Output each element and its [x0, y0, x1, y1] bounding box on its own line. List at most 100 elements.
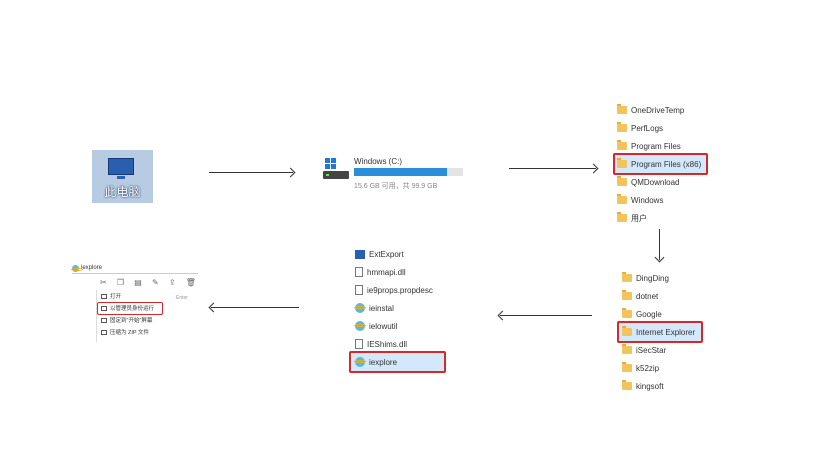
folder-label: DingDing: [636, 273, 669, 283]
drive-icon: [323, 158, 349, 180]
copy-icon[interactable]: ❐: [116, 277, 125, 287]
folder-label: iSecStar: [636, 345, 667, 355]
this-pc-tile[interactable]: 此电脑: [92, 150, 153, 203]
arrow-left-icon: [211, 307, 299, 308]
shortcut-label: Enter: [176, 295, 188, 301]
folder-label: 用户: [631, 213, 647, 223]
menu-item-open[interactable]: 打开 Enter: [101, 292, 188, 301]
folder-item[interactable]: k52zip: [622, 361, 659, 375]
ie-file-list: ExtExport hmmapi.dll ie9props.propdesc i…: [352, 246, 448, 374]
folder-item[interactable]: QMDownload: [617, 175, 679, 189]
folder-label: Internet Explorer: [636, 327, 696, 337]
cut-icon[interactable]: ✂: [100, 277, 107, 287]
dll-icon: [355, 339, 363, 349]
file-item[interactable]: hmmapi.dll: [355, 265, 406, 279]
folder-item-program-files-x86[interactable]: Program Files (x86): [615, 155, 708, 173]
ie-icon: [354, 321, 366, 331]
folder-item[interactable]: kingsoft: [622, 379, 664, 393]
folder-item[interactable]: PerfLogs: [617, 121, 663, 135]
folder-item[interactable]: iSecStar: [622, 343, 666, 357]
folder-label: Windows: [631, 195, 664, 205]
folder-item-internet-explorer[interactable]: Internet Explorer: [620, 323, 702, 341]
folder-item[interactable]: Google: [622, 307, 662, 321]
folder-label: PerfLogs: [631, 123, 664, 133]
rename-icon[interactable]: ✎: [152, 277, 159, 287]
folder-icon: [617, 212, 627, 222]
drive-free-space: 15.6 GB 可用，共 99.9 GB: [354, 183, 438, 190]
dll-icon: [355, 267, 363, 277]
file-label: hmmapi.dll: [367, 267, 406, 277]
folder-label: OneDriveTemp: [631, 105, 685, 115]
folder-label: k52zip: [636, 363, 660, 373]
file-item[interactable]: ieinstal: [354, 301, 394, 315]
arrow-right-icon: [209, 172, 293, 173]
drive-usage-bar: [354, 168, 463, 176]
folder-label: Program Files (x86): [631, 159, 702, 169]
folder-label: Google: [636, 309, 662, 319]
folder-item[interactable]: dotnet: [622, 289, 658, 303]
folder-label: kingsoft: [636, 381, 664, 391]
file-label: IEShims.dll: [367, 339, 408, 349]
ie-icon: [354, 357, 366, 367]
ie-icon: [354, 303, 366, 313]
folder-icon: [617, 140, 627, 150]
folder-icon: [622, 344, 632, 354]
window-title-text: iexplore: [81, 265, 103, 271]
arrow-left-icon: [500, 315, 592, 316]
folder-item[interactable]: OneDriveTemp: [617, 103, 684, 117]
file-label: ie9props.propdesc: [367, 285, 433, 295]
file-label: ieinstal: [369, 303, 394, 313]
folder-icon: [622, 272, 632, 282]
folder-label: Program Files: [631, 141, 681, 151]
monitor-stand: [117, 176, 125, 179]
folder-icon: [622, 326, 632, 336]
arrow-right-icon: [509, 168, 596, 169]
folder-icon: [617, 122, 627, 132]
delete-icon[interactable]: 🗑: [185, 277, 196, 287]
title-divider: [72, 273, 198, 274]
file-item[interactable]: IEShims.dll: [355, 337, 407, 351]
file-item[interactable]: ie9props.propdesc: [355, 283, 433, 297]
paste-icon[interactable]: ▤: [134, 277, 142, 287]
menu-item-run-as-admin[interactable]: 以管理员身份运行: [101, 304, 154, 312]
file-icon: [355, 285, 363, 295]
highlight-box: [617, 321, 703, 343]
app-icon: [355, 249, 365, 259]
context-menu-screenshot: iexplore ✂ ❐ ▤ ✎ ⇪ 🗑 打开 Enter 以管理员身份运行 固定…: [71, 262, 198, 342]
pin-icon: [101, 317, 107, 323]
folder-label: dotnet: [636, 291, 659, 301]
drive-name[interactable]: Windows (C:): [354, 157, 403, 166]
menu-item-label: 以管理员身份运行: [110, 306, 155, 312]
file-label: iexplore: [369, 357, 398, 367]
share-icon[interactable]: ⇪: [168, 277, 176, 287]
file-item-iexplore[interactable]: iexplore: [352, 353, 444, 371]
arrow-down-icon: [659, 229, 660, 260]
folder-item[interactable]: Program Files: [617, 139, 681, 153]
folder-icon: [622, 362, 632, 372]
highlight-box: [613, 153, 708, 175]
menu-item-label: 打开: [110, 294, 122, 300]
menu-item-compress-zip[interactable]: 压缩为 ZIP 文件: [101, 328, 149, 336]
file-label: ielowutil: [369, 321, 398, 331]
folder-icon: [617, 158, 627, 168]
folder-icon: [622, 380, 632, 390]
folder-icon: [617, 194, 627, 204]
folder-item[interactable]: DingDing: [622, 271, 669, 285]
file-item[interactable]: ielowutil: [354, 319, 398, 333]
drive-usage-fill: [354, 168, 447, 176]
folder-icon: [622, 290, 632, 300]
shield-icon: [101, 305, 107, 311]
highlight-box: [349, 351, 446, 373]
folder-icon: [617, 104, 627, 114]
folder-item[interactable]: Windows: [617, 193, 663, 207]
file-item[interactable]: ExtExport: [355, 247, 404, 261]
this-pc-label: 此电脑: [104, 185, 141, 199]
window-title: iexplore: [71, 262, 198, 274]
ie-icon: [71, 264, 83, 272]
menu-item-label: 压缩为 ZIP 文件: [110, 330, 150, 336]
highlight-box: [97, 302, 163, 315]
menu-item-pin-to-start[interactable]: 固定到"开始"屏幕: [101, 316, 152, 324]
monitor-icon: [108, 158, 134, 175]
c-drive-folder-list: OneDriveTemp PerfLogs Program Files Prog…: [615, 103, 725, 228]
folder-item[interactable]: 用户: [617, 211, 647, 225]
